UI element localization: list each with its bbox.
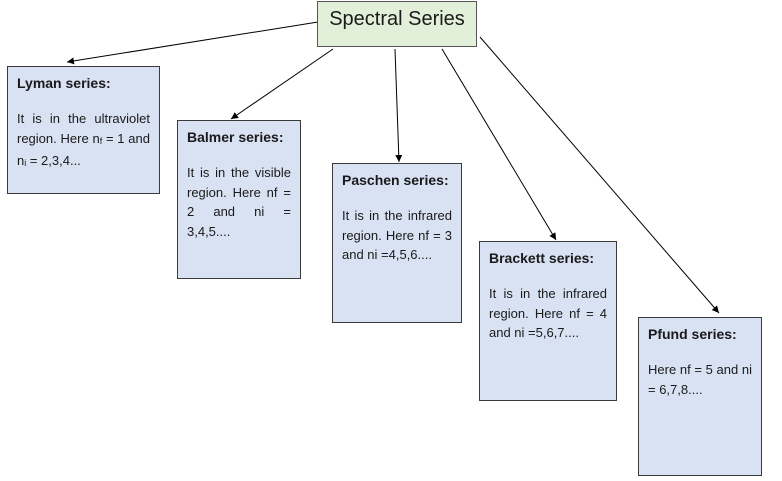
root-title: Spectral Series: [329, 8, 465, 30]
arrow-to-paschen: [394, 48, 403, 163]
pfund-title: Pfund series:: [648, 326, 737, 342]
pfund-box: Pfund series: Here nf = 5 and ni = 6,7,8…: [638, 317, 762, 476]
arrow-to-pfund: [479, 36, 720, 314]
arrow-to-brackett: [441, 48, 557, 241]
balmer-box: Balmer series: It is in the visible regi…: [177, 120, 301, 279]
lyman-title: Lyman series:: [17, 75, 111, 91]
lyman-box: Lyman series: It is in the ultraviolet r…: [7, 66, 160, 194]
paschen-box: Paschen series: It is in the infrared re…: [332, 163, 462, 323]
brackett-box: Brackett series: It is in the infrared r…: [479, 241, 617, 401]
brackett-desc: It is in the infrared region. Here nf = …: [489, 286, 607, 340]
lyman-desc: It is in the ultraviolet region. Here nf…: [17, 111, 150, 168]
arrow-to-lyman: [66, 21, 319, 65]
brackett-title: Brackett series:: [489, 250, 595, 266]
paschen-desc: It is in the infrared region. Here nf = …: [342, 208, 452, 262]
root-node: Spectral Series: [317, 1, 477, 47]
paschen-title: Paschen series:: [342, 172, 449, 188]
pfund-desc: Here nf = 5 and ni = 6,7,8....: [648, 362, 752, 397]
balmer-desc: It is in the visible region. Here nf = 2…: [187, 165, 291, 239]
arrow-to-balmer: [230, 48, 334, 120]
balmer-title: Balmer series:: [187, 129, 284, 145]
